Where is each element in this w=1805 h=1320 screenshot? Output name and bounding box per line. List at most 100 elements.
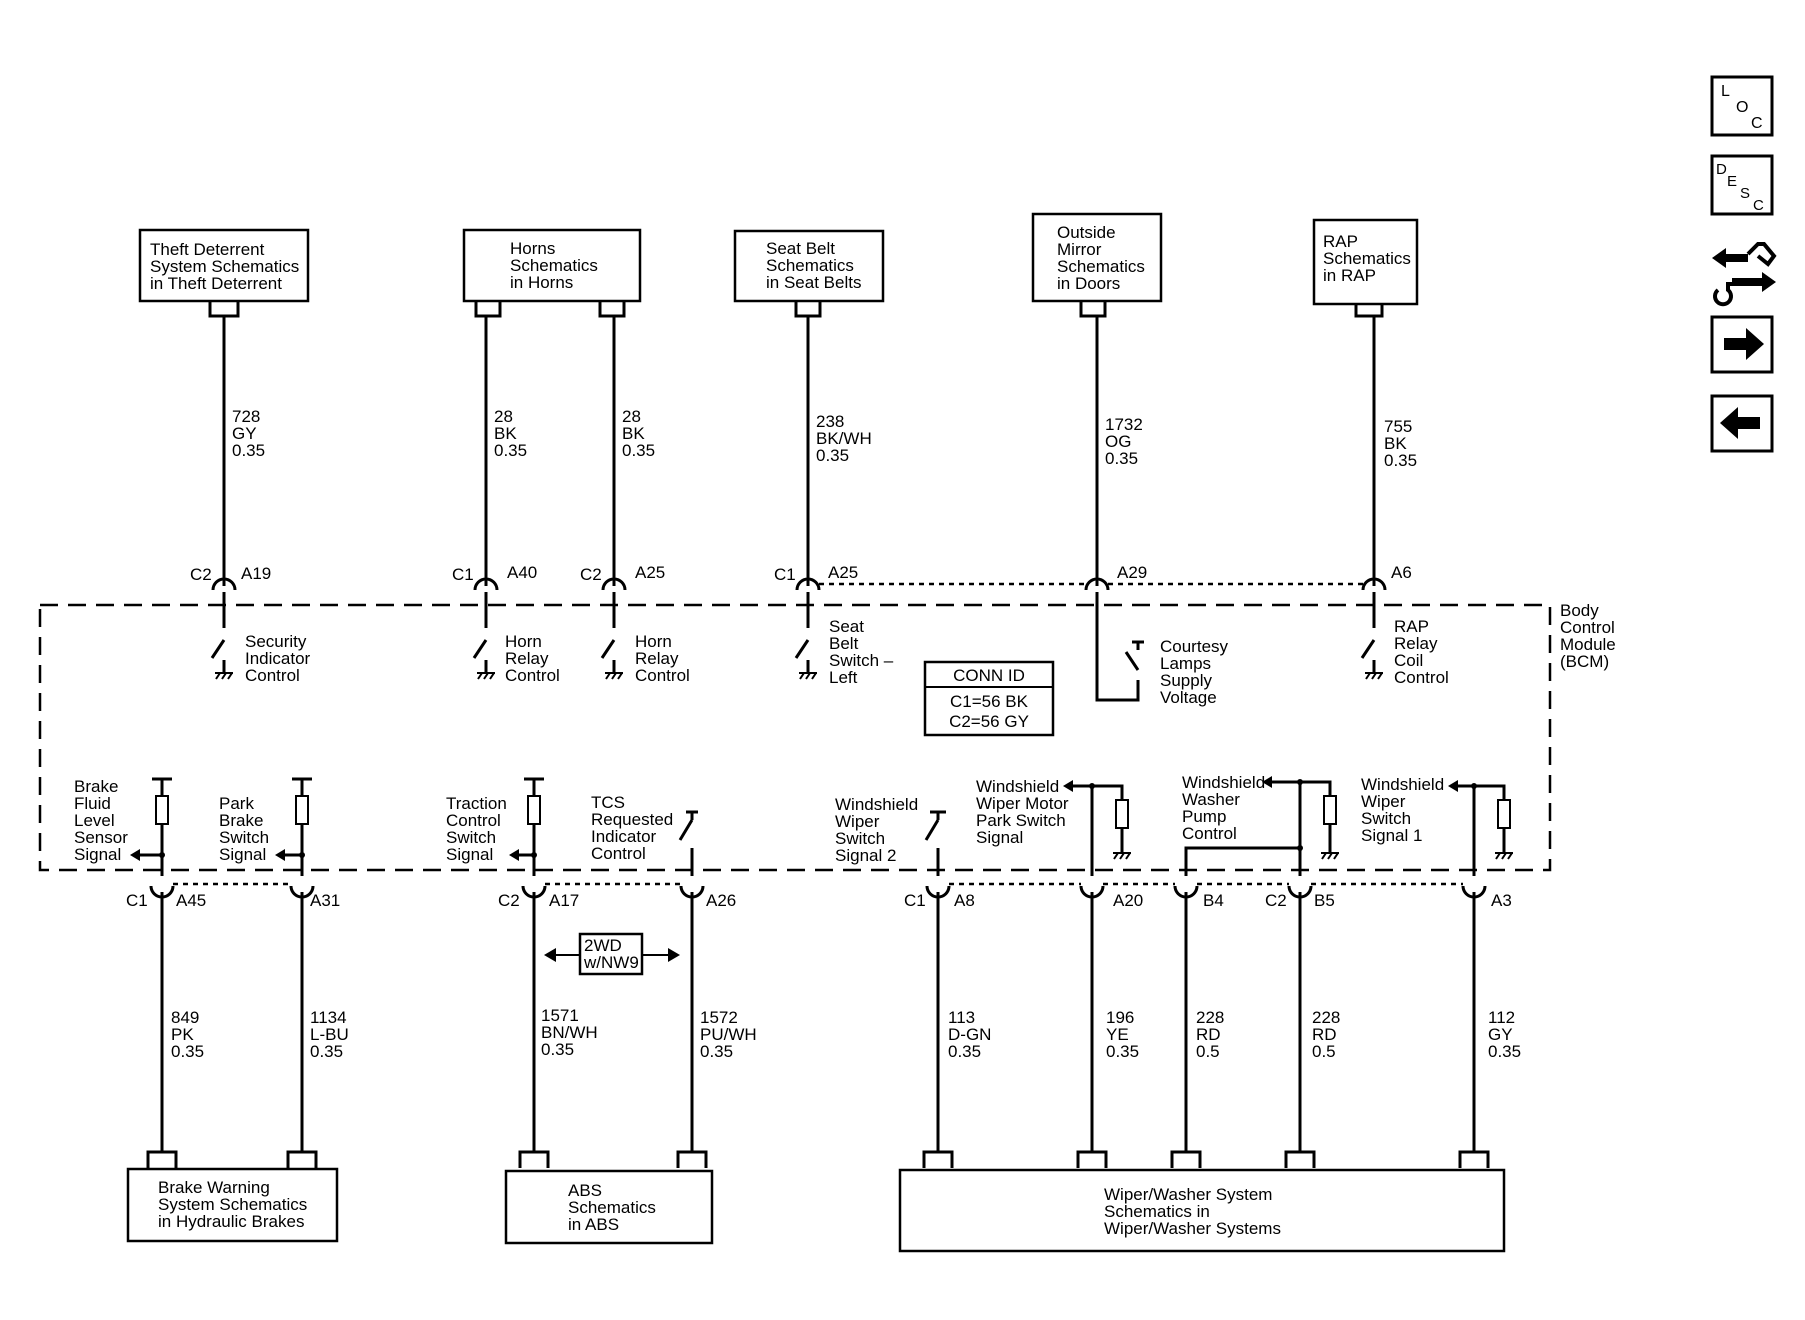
arrow-right-icon[interactable] <box>1710 315 1774 374</box>
arrow-left-icon[interactable] <box>1710 394 1774 453</box>
top-wire-28-a40[interactable]: 28 BK 0.35 <box>484 316 527 586</box>
top-schematic-box-seatbelts[interactable]: Seat Belt Schematics in Seat Belts <box>733 229 885 318</box>
top-wire-1732[interactable]: 1732 OG 0.35 <box>1095 316 1143 586</box>
bottom-wire-113[interactable]: 113 D-GN 0.35 <box>936 892 991 1152</box>
top-schematic-box-doors[interactable]: Outside Mirror Schematics in Doors <box>1031 212 1163 318</box>
svg-text:1571: 1571 <box>541 1006 579 1025</box>
svg-text:in Horns: in Horns <box>510 273 573 292</box>
svg-text:YE: YE <box>1106 1025 1129 1044</box>
svg-text:Park: Park <box>219 794 254 813</box>
svg-text:0.5: 0.5 <box>1196 1042 1220 1061</box>
svg-text:A45: A45 <box>176 891 206 910</box>
svg-text:28: 28 <box>622 407 641 426</box>
svg-text:BK: BK <box>494 424 517 443</box>
svg-text:Level: Level <box>74 811 115 830</box>
svg-text:C1=56 BK: C1=56 BK <box>950 692 1029 711</box>
svg-text:Signal 2: Signal 2 <box>835 846 896 865</box>
svg-text:GY: GY <box>1488 1025 1513 1044</box>
svg-text:A26: A26 <box>706 891 736 910</box>
svg-text:Wiper: Wiper <box>835 812 880 831</box>
top-schematic-box-horns[interactable]: Horns Schematics in Horns <box>462 228 642 318</box>
svg-text:Signal: Signal <box>219 845 266 864</box>
svg-text:Wiper/Washer Systems: Wiper/Washer Systems <box>1104 1219 1281 1238</box>
svg-text:Seat: Seat <box>829 617 864 636</box>
bottom-schematic-box-brakes[interactable]: Brake Warning System Schematics in Hydra… <box>126 1150 339 1243</box>
svg-text:System Schematics: System Schematics <box>150 257 299 276</box>
svg-text:Horn: Horn <box>505 632 542 651</box>
svg-text:Indicator: Indicator <box>591 827 657 846</box>
svg-text:B4: B4 <box>1203 891 1224 910</box>
svg-text:Switch: Switch <box>835 829 885 848</box>
park-brake-circuit: Park Brake Switch Signal <box>219 777 312 876</box>
svg-text:Coil: Coil <box>1394 651 1423 670</box>
top-wire-728[interactable]: 728 GY 0.35 <box>222 316 265 586</box>
connector-swap-icon[interactable] <box>1712 242 1777 307</box>
svg-text:A20: A20 <box>1113 891 1143 910</box>
loc-button[interactable]: L O C <box>1710 75 1774 137</box>
bottom-wire-1571[interactable]: 1571 BN/WH 0.35 <box>532 892 598 1152</box>
svg-text:Signal: Signal <box>74 845 121 864</box>
seat-belt-switch: Seat Belt Switch – Left <box>794 592 894 687</box>
svg-text:w/NW9: w/NW9 <box>583 953 639 972</box>
top-wire-238[interactable]: 238 BK/WH 0.35 <box>806 316 872 586</box>
svg-text:Requested: Requested <box>591 810 673 829</box>
svg-text:C2: C2 <box>190 565 212 584</box>
svg-text:Horns: Horns <box>510 239 555 258</box>
top-wire-755[interactable]: 755 BK 0.35 <box>1372 316 1417 586</box>
svg-text:BN/WH: BN/WH <box>541 1023 598 1042</box>
svg-text:Windshield: Windshield <box>835 795 918 814</box>
svg-text:112: 112 <box>1488 1008 1515 1027</box>
desc-button[interactable]: D E S C <box>1710 154 1774 216</box>
svg-text:E: E <box>1727 173 1737 190</box>
svg-text:Control: Control <box>591 844 646 863</box>
bottom-wire-196[interactable]: 196 YE 0.35 <box>1090 892 1139 1152</box>
svg-text:L: L <box>1721 83 1730 100</box>
svg-text:Schematics in: Schematics in <box>1104 1202 1210 1221</box>
washer-pump-circuit: Windshield Washer Pump Control <box>1182 773 1339 876</box>
svg-text:Schematics: Schematics <box>568 1198 656 1217</box>
bottom-wire-228-b4[interactable]: 228 RD 0.5 <box>1184 892 1224 1152</box>
svg-text:Control: Control <box>446 811 501 830</box>
svg-text:Control: Control <box>1560 618 1615 637</box>
top-connectors: C2 A19 C1 A40 C2 A25 C1 A25 A29 A6 <box>190 563 1412 591</box>
rap-relay-switch: RAP Relay Coil Control <box>1360 592 1449 687</box>
svg-text:Control: Control <box>1394 668 1449 687</box>
svg-text:0.35: 0.35 <box>816 446 849 465</box>
top-schematic-box-theft[interactable]: Theft Deterrent System Schematics in The… <box>138 228 310 318</box>
svg-text:Brake: Brake <box>219 811 263 830</box>
svg-text:GY: GY <box>232 424 257 443</box>
bottom-wire-1572[interactable]: 1572 PU/WH 0.35 <box>690 892 757 1152</box>
top-schematic-box-rap[interactable]: RAP Schematics in RAP <box>1312 218 1419 318</box>
svg-text:Control: Control <box>1182 824 1237 843</box>
svg-text:Sensor: Sensor <box>74 828 128 847</box>
option-2wd-nw9: 2WD w/NW9 <box>544 932 680 976</box>
svg-text:in RAP: in RAP <box>1323 266 1376 285</box>
svg-text:Seat Belt: Seat Belt <box>766 239 835 258</box>
bottom-wire-1134[interactable]: 1134 L-BU 0.35 <box>300 892 349 1152</box>
bottom-wire-849[interactable]: 849 PK 0.35 <box>160 892 204 1152</box>
svg-text:C2=56 GY: C2=56 GY <box>949 712 1029 731</box>
svg-text:Traction: Traction <box>446 794 507 813</box>
svg-text:Lamps: Lamps <box>1160 654 1211 673</box>
svg-text:728: 728 <box>232 407 260 426</box>
traction-control-circuit: Traction Control Switch Signal <box>446 777 544 876</box>
svg-text:Signal: Signal <box>446 845 493 864</box>
bottom-schematic-box-abs[interactable]: ABS Schematics in ABS <box>504 1150 714 1245</box>
svg-text:0.35: 0.35 <box>232 441 265 460</box>
bottom-wire-228-b5[interactable]: 228 RD 0.5 <box>1298 892 1340 1152</box>
svg-text:A25: A25 <box>828 563 858 582</box>
svg-text:Switch –: Switch – <box>829 651 894 670</box>
bottom-schematic-box-wiper-washer[interactable]: Wiper/Washer System Schematics in Wiper/… <box>898 1150 1506 1253</box>
svg-text:Wiper/Washer System: Wiper/Washer System <box>1104 1185 1272 1204</box>
svg-text:Left: Left <box>829 668 858 687</box>
svg-text:A6: A6 <box>1391 563 1412 582</box>
svg-text:Brake: Brake <box>74 777 118 796</box>
top-wire-28-a25[interactable]: 28 BK 0.35 <box>612 316 655 586</box>
svg-text:28: 28 <box>494 407 513 426</box>
svg-text:0.35: 0.35 <box>310 1042 343 1061</box>
svg-text:Schematics: Schematics <box>766 256 854 275</box>
bottom-wire-112[interactable]: 112 GY 0.35 <box>1472 892 1521 1152</box>
svg-text:Indicator: Indicator <box>245 649 311 668</box>
svg-text:in ABS: in ABS <box>568 1215 619 1234</box>
